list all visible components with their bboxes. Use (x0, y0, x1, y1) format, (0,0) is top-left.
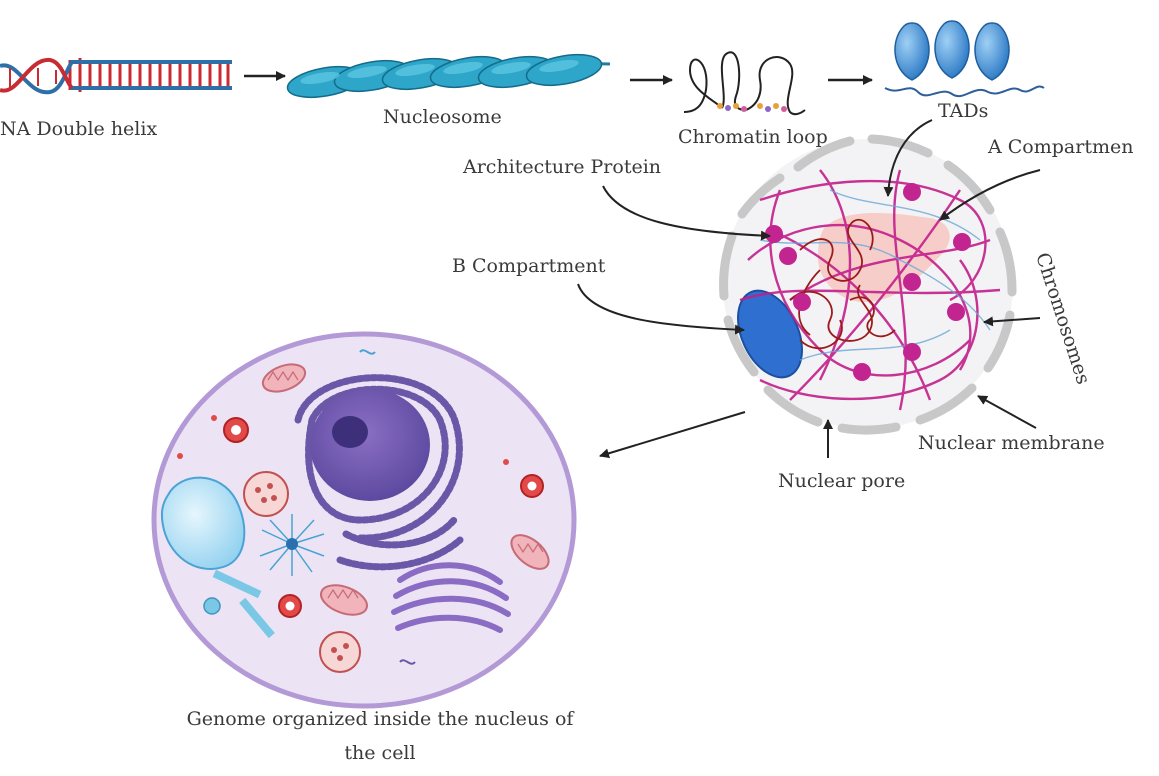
nuclear-pore-label: Nuclear pore (778, 470, 906, 492)
chromatin-loop-icon (683, 51, 806, 116)
cell-caption-line-1: Genome organized inside the nucleus of (186, 708, 574, 730)
chromatin-loop-label: Chromatin loop (678, 126, 828, 148)
cell-caption: Genome organized inside the nucleus of t… (150, 702, 610, 770)
cell-icon (151, 331, 577, 709)
arrow-b-compartment (577, 283, 745, 335)
arrow-a-compartment (939, 169, 1041, 221)
dna-double-helix-icon (0, 58, 232, 95)
a-compartment-label: A Compartmen (988, 136, 1134, 158)
arrow-chromosomes (983, 316, 1041, 327)
cell-caption-line-2: the cell (344, 742, 416, 764)
arrow-tads (883, 119, 933, 197)
nucleosome-fiber-icon (286, 53, 611, 99)
b-compartment-label: B Compartment (452, 255, 606, 277)
arrow-architecture-protein (602, 185, 771, 241)
arrow-nuclear-membrane (977, 395, 1037, 429)
nuclear-membrane-label: Nuclear membrane (918, 432, 1105, 454)
nucleus-icon (719, 134, 1017, 435)
architecture-protein-label: Architecture Protein (463, 156, 662, 178)
tads-label: TADs (938, 100, 989, 122)
nucleosome-label: Nucleosome (383, 106, 502, 128)
arrow-nucleus-to-cell (599, 411, 746, 459)
tads-icon (884, 20, 1045, 97)
dna-double-helix-label: NA Double helix (0, 118, 158, 140)
